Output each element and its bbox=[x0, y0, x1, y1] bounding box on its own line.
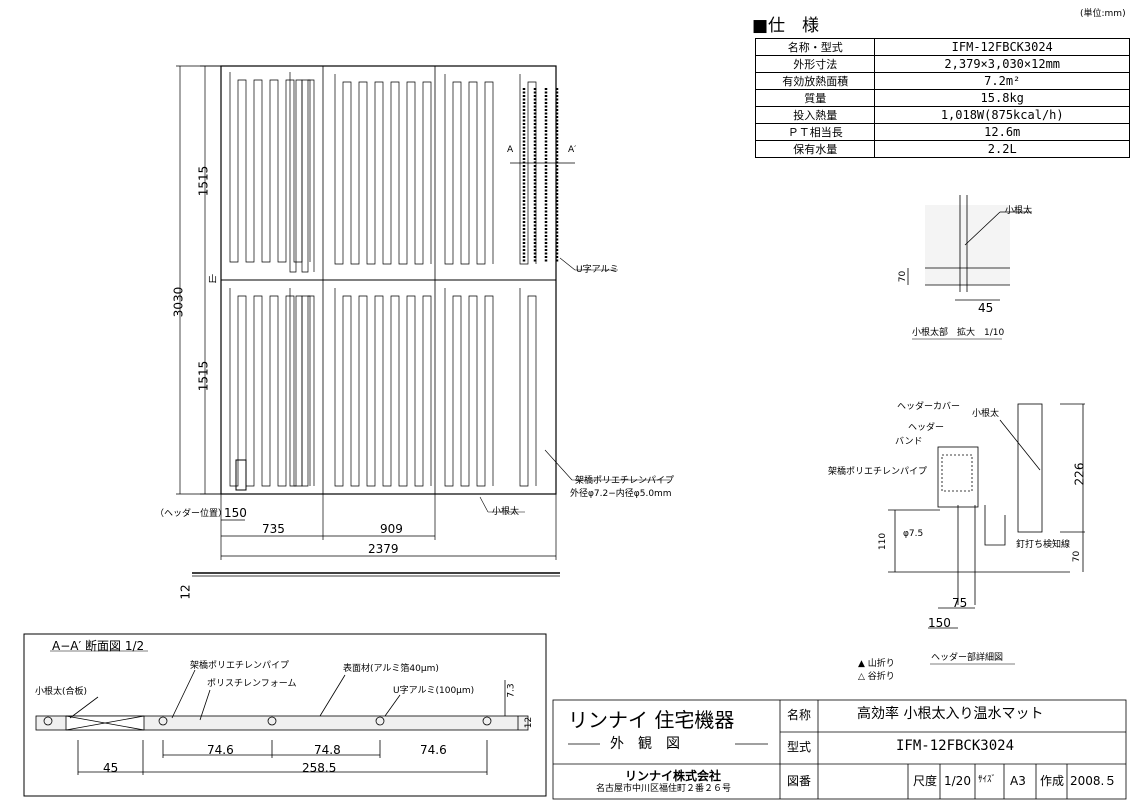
drawing-no-label: 図番 bbox=[787, 774, 812, 788]
header-pipe-label: 架橋ポリエチレンパイプ bbox=[828, 467, 928, 477]
size-label: ｻｲｽﾞ bbox=[978, 775, 997, 785]
pipe-pattern-top bbox=[229, 72, 537, 273]
company-name: リンナイ株式会社 bbox=[625, 769, 722, 783]
pipe-label: 架橋ポリエチレンパイプ bbox=[575, 476, 675, 486]
section-marker-a2: A′ bbox=[568, 145, 577, 155]
company-logo: リンナイ 住宅機器 bbox=[568, 708, 735, 732]
dim-150: 150 bbox=[224, 506, 247, 520]
dim-75: 75 bbox=[952, 596, 968, 610]
section-surface-label: 表面材(アルミ箔40μm) bbox=[343, 664, 439, 674]
header-stub bbox=[235, 459, 247, 491]
dim-1515-bottom: 1515 bbox=[196, 360, 211, 392]
section-dim-746a: 74.6 bbox=[207, 743, 234, 757]
name-value: 高効率 小根太入り温水マット bbox=[857, 706, 1044, 722]
header-dim-150: 150 bbox=[928, 616, 951, 630]
pipe-dims-label: 外径φ7.2−内径φ5.0mm bbox=[570, 489, 672, 499]
header-caption: ヘッダー部詳細図 bbox=[931, 653, 1004, 663]
section-dim-2585: 258.5 bbox=[302, 761, 337, 775]
mountain-mark: 山 bbox=[208, 275, 218, 285]
header-label: ヘッダー bbox=[908, 423, 945, 433]
dim-735: 735 bbox=[262, 522, 285, 536]
section-pipe-label: 架橋ポリエチレンパイプ bbox=[190, 661, 290, 671]
left-dims bbox=[176, 65, 221, 495]
konedai-dim-70: 70 bbox=[898, 270, 909, 283]
dim-226: 226 bbox=[1072, 462, 1087, 486]
section-profile bbox=[35, 669, 529, 775]
header-cover-label: ヘッダーカバー bbox=[897, 402, 961, 412]
pipe-pattern-bottom bbox=[229, 288, 537, 487]
units-note: (単位:mm) bbox=[1080, 9, 1126, 19]
section-dim-748: 74.8 bbox=[314, 743, 341, 757]
header-detail bbox=[888, 403, 1085, 629]
dim-2379: 2379 bbox=[368, 542, 399, 556]
section-dim-12: 12 bbox=[524, 716, 535, 729]
konedai-label: 小根太 bbox=[492, 507, 520, 517]
section-dim-73: 7.3 bbox=[506, 683, 517, 698]
u-alumi-label: U字アルミ bbox=[576, 265, 619, 275]
scale-value: 1/20 bbox=[944, 774, 971, 788]
legend-mountain: ▲ 山折り bbox=[858, 659, 895, 669]
header-konedai-label: 小根太 bbox=[972, 409, 1000, 419]
section-marker-a: A bbox=[507, 145, 514, 155]
dim-12: 12 bbox=[178, 584, 193, 600]
dim-110: 110 bbox=[878, 532, 889, 551]
konedai-caption: 小根太部 拡大 1/10 bbox=[912, 328, 1005, 338]
u-alumi-strips bbox=[522, 88, 559, 262]
band-label: バンド bbox=[895, 437, 923, 447]
model-label: 型式 bbox=[787, 740, 812, 754]
section-foam-label: ポリスチレンフォーム bbox=[207, 679, 297, 689]
company-address: 名古屋市中川区福住町２番２６号 bbox=[596, 784, 732, 794]
spec-heading: ■仕 様 bbox=[752, 16, 820, 36]
header-dim-70: 70 bbox=[1072, 550, 1083, 563]
konedai-dim-45: 45 bbox=[978, 301, 994, 315]
drawing-type: 外 観 図 bbox=[610, 736, 680, 752]
konedai-detail bbox=[907, 195, 1032, 301]
size-value: A3 bbox=[1010, 774, 1026, 788]
konedai-detail-label: 小根太 bbox=[1005, 206, 1033, 216]
date-value: 2008.５ bbox=[1070, 774, 1117, 788]
section-u-alumi-label: U字アルミ(100μm) bbox=[393, 686, 475, 696]
dim-1515-top: 1515 bbox=[196, 165, 211, 197]
date-label: 作成 bbox=[1040, 774, 1065, 788]
title-block-lines bbox=[552, 699, 1127, 800]
header-position-label: （ヘッダー位置） bbox=[155, 509, 228, 519]
nail-line-label: 釘打ち検知線 bbox=[1016, 540, 1071, 550]
section-title: A−A′ 断面図 1/2 bbox=[52, 639, 145, 653]
section-dim-45: 45 bbox=[103, 761, 119, 775]
dim-phi: φ7.5 bbox=[903, 529, 924, 539]
dim-3030: 3030 bbox=[171, 286, 186, 318]
section-frame bbox=[23, 633, 547, 797]
section-konedai-label: 小根太(合板) bbox=[35, 687, 88, 697]
dim-909: 909 bbox=[380, 522, 403, 536]
leaders bbox=[479, 257, 670, 513]
legend-valley: △ 谷折り bbox=[858, 672, 895, 682]
model-value: IFM-12FBCK3024 bbox=[896, 738, 1015, 754]
section-dim-746b: 74.6 bbox=[420, 743, 447, 757]
bottom-dims bbox=[192, 494, 560, 577]
name-label: 名称 bbox=[787, 708, 812, 722]
scale-label: 尺度 bbox=[913, 774, 938, 788]
